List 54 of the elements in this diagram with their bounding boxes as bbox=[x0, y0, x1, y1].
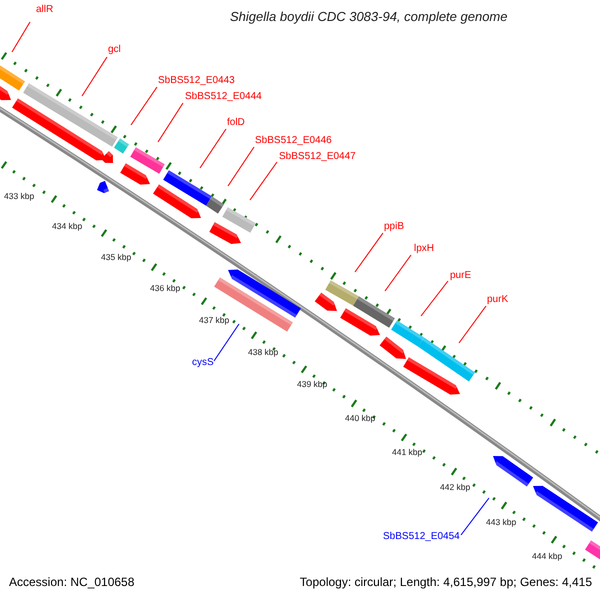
gene-feature bbox=[391, 320, 424, 347]
gene-label: SbBS512_E0446 bbox=[255, 136, 332, 146]
gene-label: allR bbox=[36, 5, 54, 15]
gene-feature bbox=[418, 337, 476, 382]
gene-label: gcl bbox=[108, 45, 121, 55]
leader-line bbox=[458, 306, 486, 344]
leader-line bbox=[82, 56, 108, 96]
gene-label: SbBS512_E0454 bbox=[383, 532, 460, 542]
gene-label: SbBS512_E0444 bbox=[185, 92, 262, 102]
gene-label: purK bbox=[487, 295, 508, 305]
gene-label: SbBS512_E0443 bbox=[158, 76, 235, 86]
tick-label: 436 kbp bbox=[150, 284, 180, 292]
gene-feature bbox=[23, 83, 118, 147]
leader-line bbox=[12, 22, 30, 52]
tick-label: 434 kbp bbox=[52, 222, 82, 230]
leader-line bbox=[228, 146, 254, 186]
gene-label: cysS bbox=[192, 358, 214, 368]
footer-text: Topology: circular; Length: 4,615,997 bp; Genes: 4,415 bbox=[300, 576, 592, 588]
gene-label: SbBS512_E0447 bbox=[279, 152, 356, 162]
tick-label: 443 kbp bbox=[486, 518, 516, 526]
footer-text: Accession: NC_010658 bbox=[9, 576, 134, 588]
gene-feature bbox=[130, 147, 165, 174]
gene-feature bbox=[206, 196, 224, 214]
tick-label: 433 kbp bbox=[4, 192, 34, 200]
leader-line bbox=[214, 324, 240, 362]
tick-label: 437 kbp bbox=[199, 316, 230, 324]
tick-label: 438 kbp bbox=[248, 348, 278, 356]
gene-feature bbox=[325, 280, 359, 306]
leader-line bbox=[130, 86, 158, 126]
tick-label: 444 kbp bbox=[532, 552, 562, 560]
gene-feature bbox=[163, 170, 212, 206]
leader-line bbox=[158, 102, 184, 142]
gene-feature bbox=[353, 296, 395, 328]
title: Shigella boydii CDC 3083-94, complete genome bbox=[230, 10, 508, 23]
leader-line bbox=[420, 280, 448, 316]
leader-line bbox=[384, 254, 412, 292]
leader-line bbox=[250, 162, 278, 200]
gene-label: lpxH bbox=[414, 244, 434, 254]
gene-label: ppiB bbox=[384, 222, 404, 232]
gene-label: purE bbox=[450, 271, 472, 281]
leader-line bbox=[460, 498, 490, 536]
gene-feature bbox=[114, 138, 130, 154]
gene-label: folD bbox=[227, 118, 245, 128]
leader-line bbox=[200, 128, 226, 168]
leader-line bbox=[354, 232, 384, 272]
tick-label: 440 kbp bbox=[345, 414, 376, 422]
gene-feature bbox=[222, 207, 256, 233]
tick-label: 439 kbp bbox=[297, 380, 328, 388]
tick-label: 442 kbp bbox=[440, 483, 470, 492]
tick-label: 441 kbp bbox=[392, 448, 422, 456]
tick-label: 435 kbp bbox=[101, 253, 132, 262]
gene-feature bbox=[0, 63, 25, 91]
gene-feature bbox=[214, 277, 293, 332]
gene-feature bbox=[493, 456, 534, 486]
